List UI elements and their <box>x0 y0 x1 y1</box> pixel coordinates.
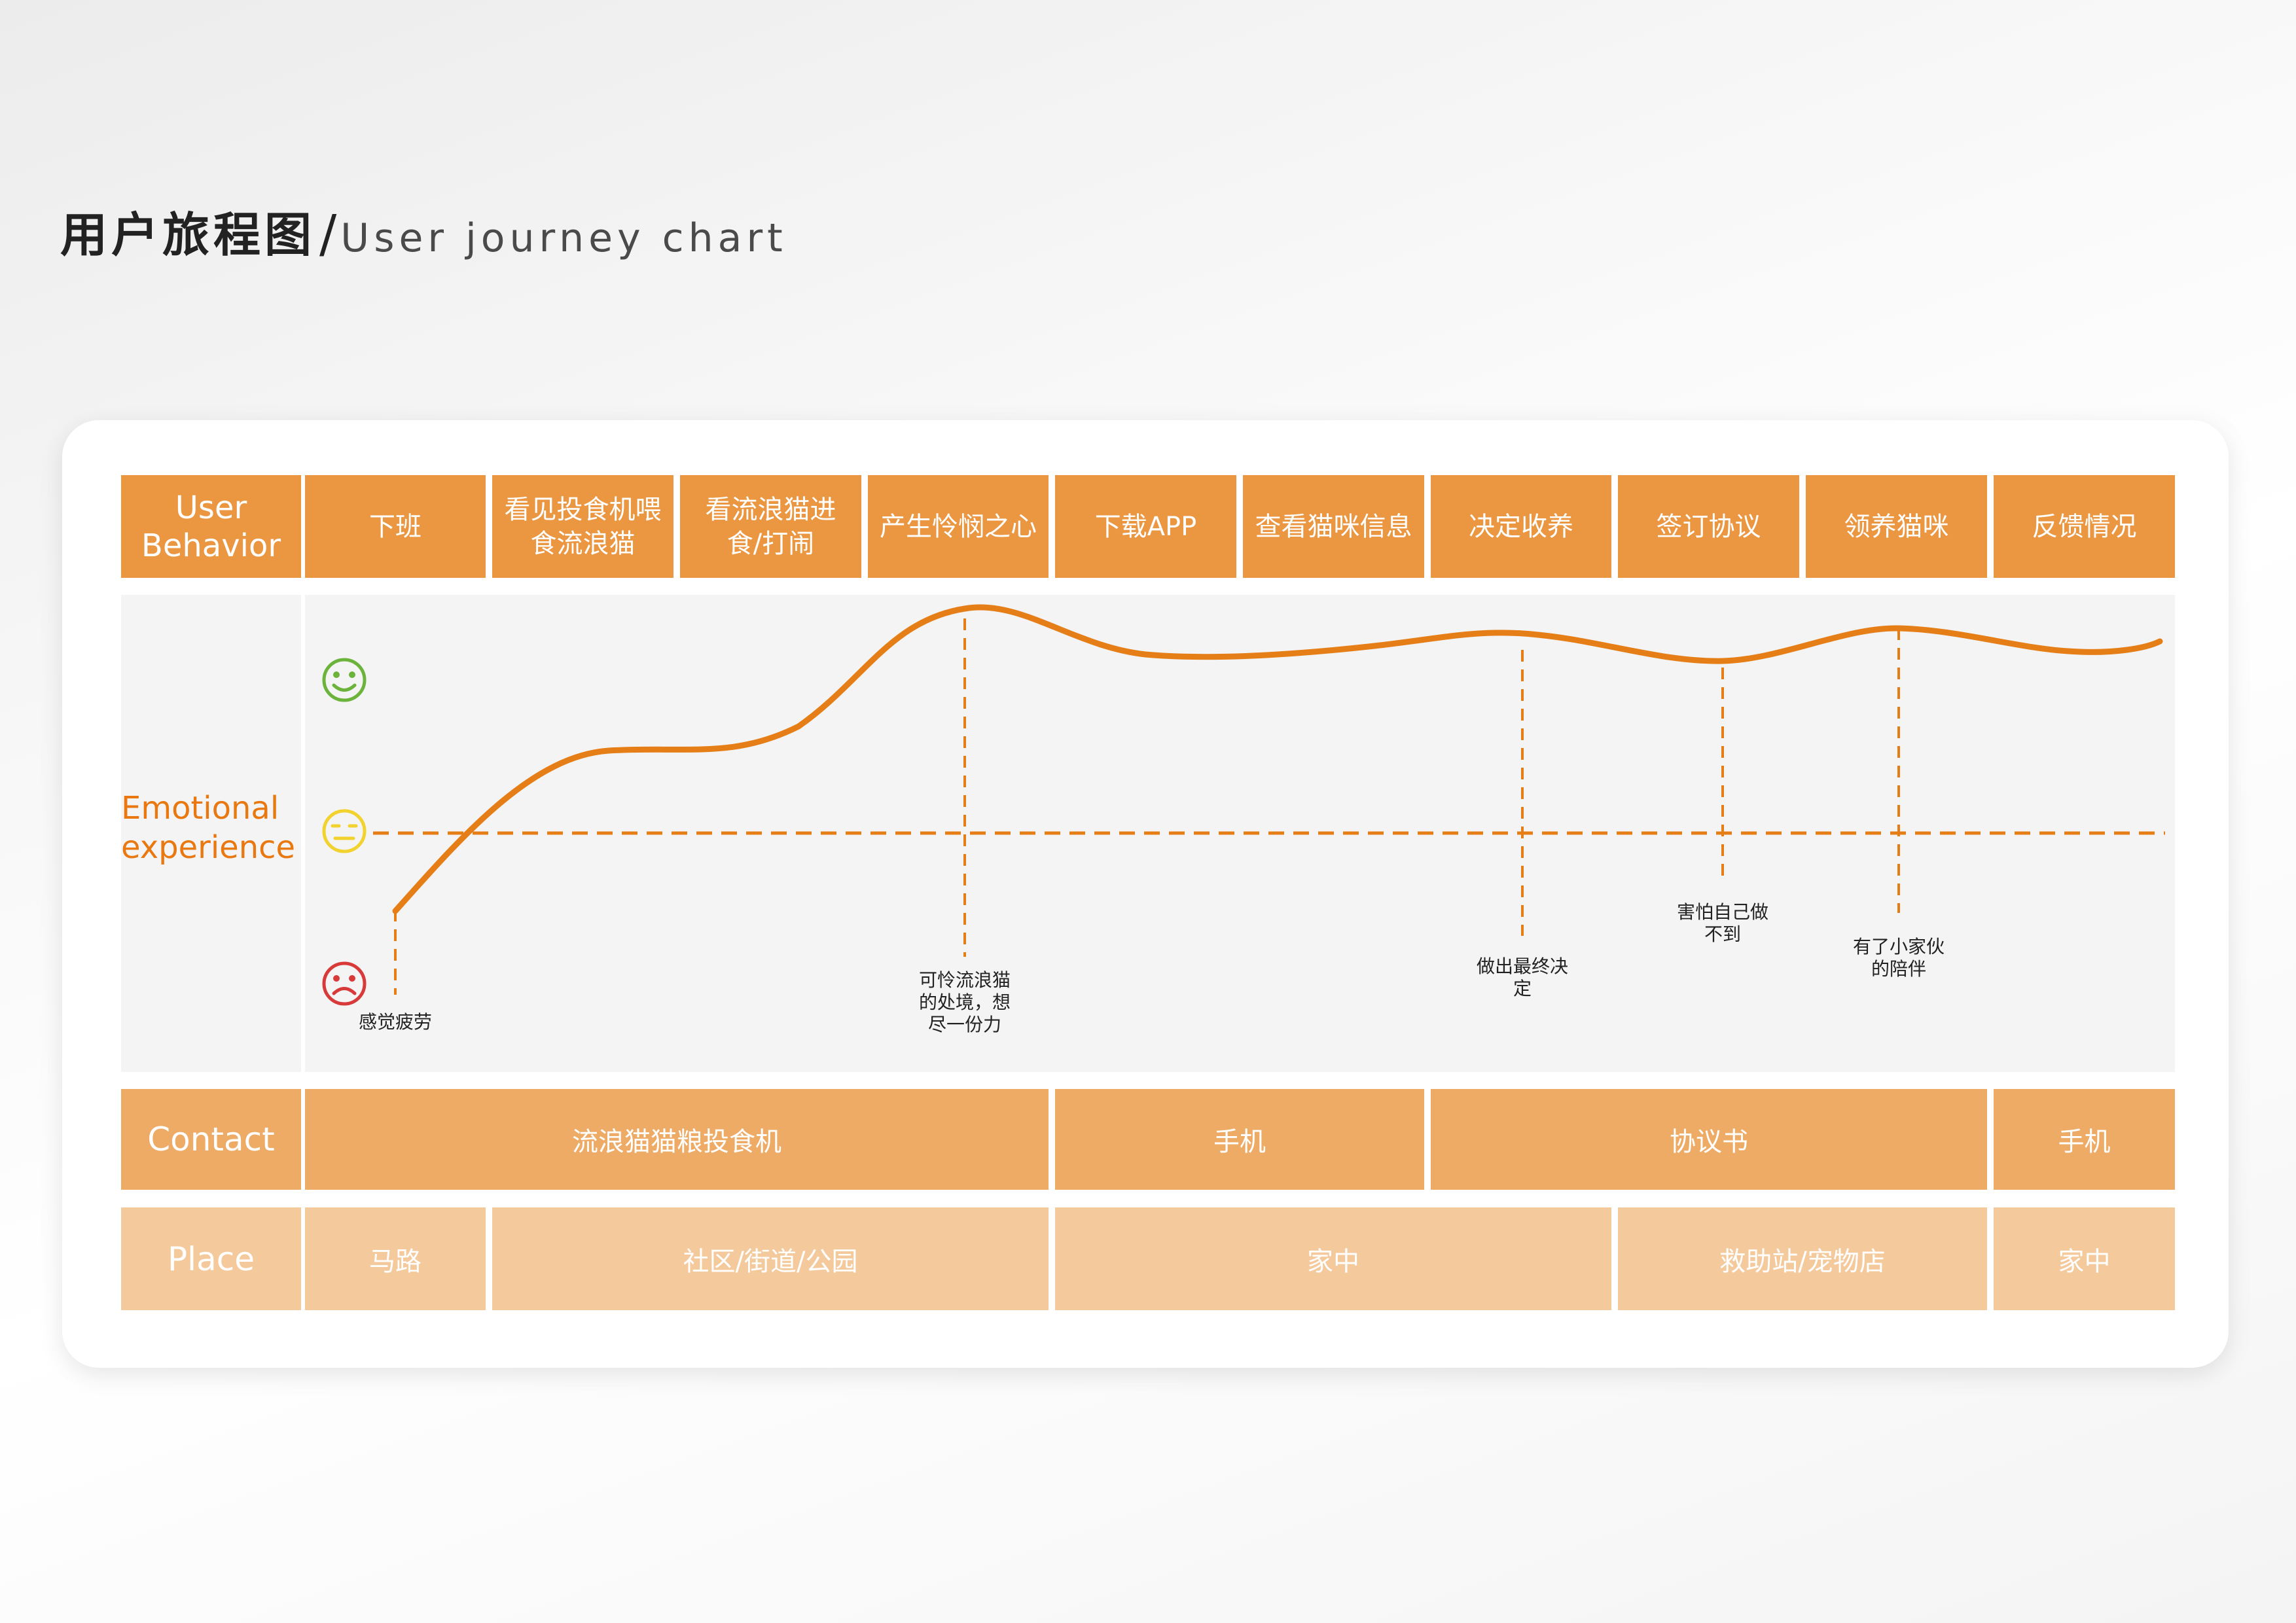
annotation-final-decision: 做出最终决定 <box>1476 955 1568 999</box>
stage-cell-10: 反馈情况 <box>1994 475 2175 578</box>
annotation-tired: 感觉疲劳 <box>358 1011 432 1033</box>
place-segment-community: 社区/街道/公园 <box>492 1207 1049 1310</box>
contact-segment-phone-2: 手机 <box>1994 1089 2175 1190</box>
title-separator: / <box>319 205 337 264</box>
emotion-curve <box>392 604 2163 914</box>
sad-face-icon <box>322 961 367 1006</box>
contact-segment-phone: 手机 <box>1055 1089 1424 1190</box>
title-en: User journey chart <box>340 215 787 261</box>
annotation-fear: 害怕自己做不到 <box>1676 901 1768 945</box>
stage-cell-8: 签订协议 <box>1618 475 1799 578</box>
stage-cell-9: 领养猫咪 <box>1806 475 1987 578</box>
place-segment-shelter: 救助站/宠物店 <box>1618 1207 1987 1310</box>
neutral-face-icon <box>322 809 367 853</box>
emotion-plot-panel <box>305 595 2175 1072</box>
place-segment-road: 马路 <box>305 1207 486 1310</box>
emotion-row-label: Emotional experience <box>121 790 296 866</box>
place-row-label: Place <box>121 1207 301 1310</box>
stage-cell-7: 决定收养 <box>1431 475 1611 578</box>
stage-cell-2: 看见投食机喂食流浪猫 <box>492 475 673 578</box>
contact-row-label: Contact <box>121 1089 301 1190</box>
contact-segment-feeder: 流浪猫猫粮投食机 <box>305 1089 1049 1190</box>
stage-cell-1: 下班 <box>305 475 486 578</box>
stage-cell-5: 下载APP <box>1055 475 1236 578</box>
place-segment-home-2: 家中 <box>1994 1207 2175 1310</box>
annotation-companion: 有了小家伙的陪伴 <box>1852 936 1945 980</box>
happy-face-icon <box>322 658 367 702</box>
page-heading: 用户旅程图 / User journey chart <box>60 196 787 275</box>
annotation-pity: 可怜流浪猫的处境，想尽一份力 <box>918 969 1011 1035</box>
contact-segment-agreement: 协议书 <box>1431 1089 1987 1190</box>
emotion-label-panel <box>121 595 301 1072</box>
stage-cell-3: 看流浪猫进食/打闹 <box>680 475 861 578</box>
place-segment-home: 家中 <box>1055 1207 1611 1310</box>
stage-cell-4: 产生怜悯之心 <box>868 475 1049 578</box>
stage-cell-6: 查看猫咪信息 <box>1243 475 1424 578</box>
behavior-row-label: User Behavior <box>121 475 301 578</box>
title-zh: 用户旅程图 <box>60 207 316 262</box>
